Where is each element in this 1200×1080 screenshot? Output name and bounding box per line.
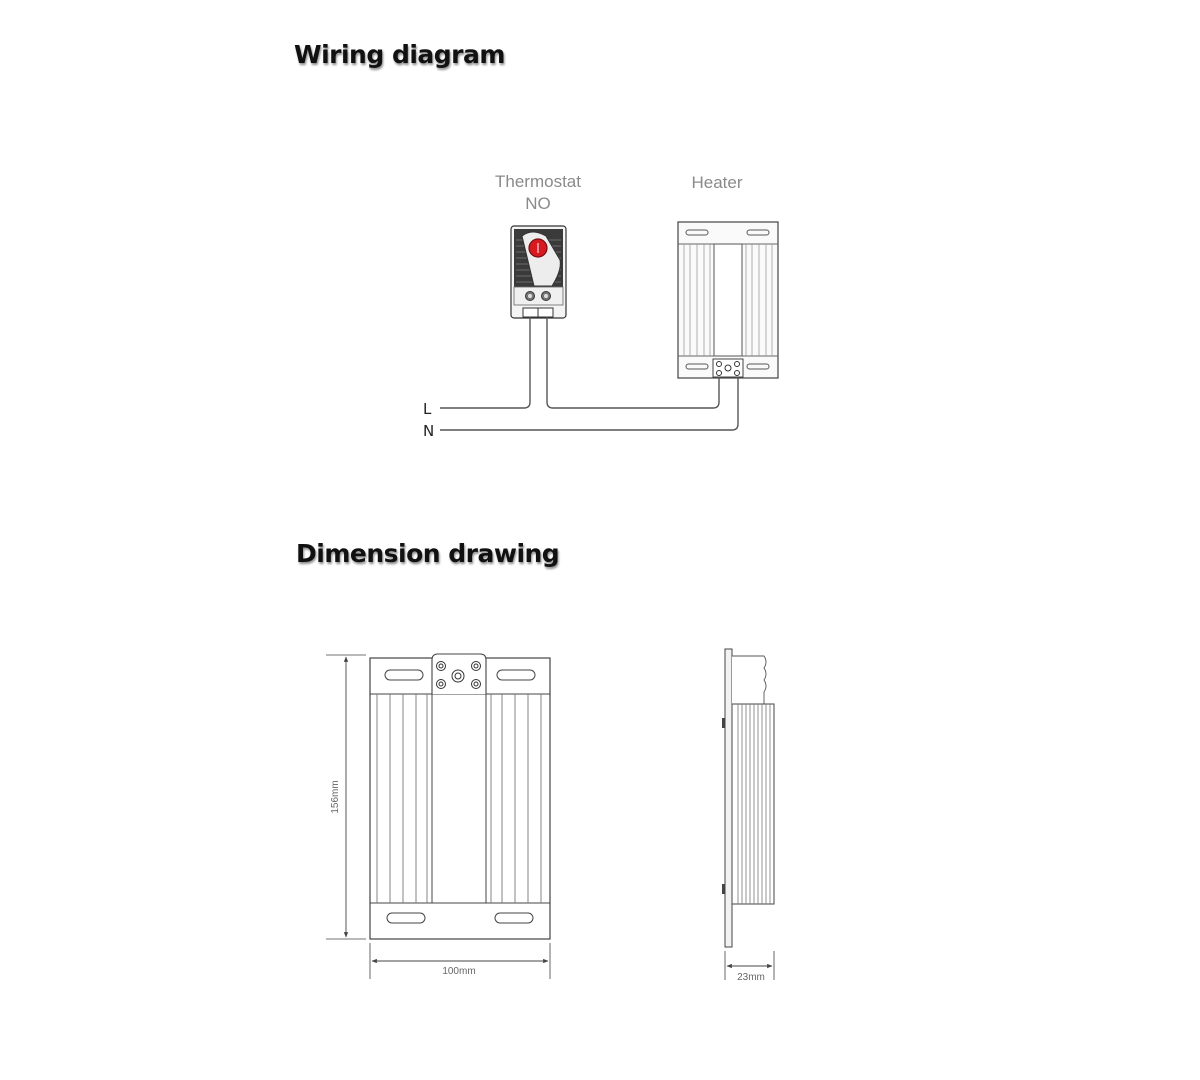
heater-front-view — [369, 653, 551, 940]
wiring-diagram-title: Wiring diagram — [294, 40, 505, 69]
thermostat-type-label: NO — [525, 194, 551, 213]
thermostat-device — [510, 225, 567, 319]
wiring-lines — [440, 317, 739, 431]
neutral-label: N — [423, 422, 434, 440]
dimension-drawing-title: Dimension drawing — [296, 539, 560, 568]
height-label: 156mm — [330, 780, 341, 813]
depth-dimension: 23mm — [724, 951, 775, 983]
width-label: 100mm — [442, 966, 475, 977]
thermostat-label: Thermostat — [495, 172, 581, 191]
width-dimension: 100mm — [369, 943, 551, 979]
heater-side-view — [722, 648, 775, 948]
heater-device — [677, 221, 779, 379]
heater-label: Heater — [691, 173, 742, 192]
depth-label: 23mm — [737, 972, 765, 983]
height-dimension: 156mm — [326, 654, 366, 940]
line-label: L — [423, 400, 432, 418]
